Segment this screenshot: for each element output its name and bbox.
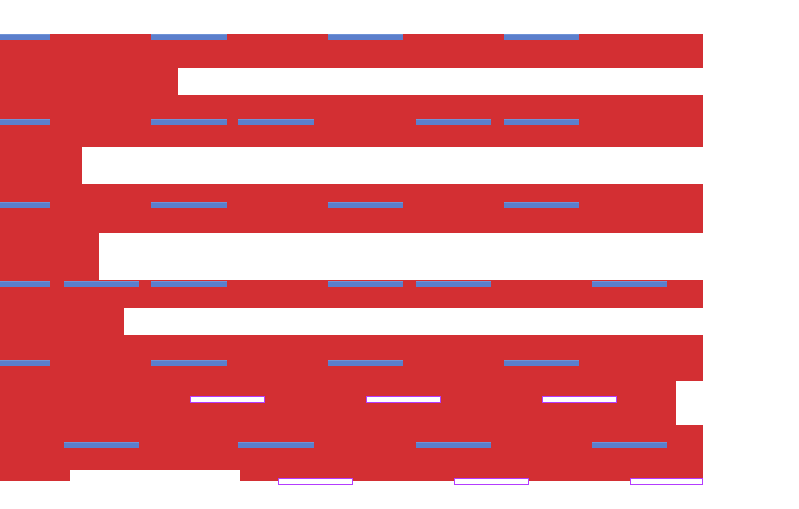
redaction-band-5 (0, 184, 703, 233)
redaction-band-8 (0, 308, 124, 335)
highlight-r4-c5[interactable] (416, 281, 491, 287)
highlight-r5-c4[interactable] (504, 360, 579, 366)
highlight-r1-c4[interactable] (504, 34, 579, 40)
redaction-band-9 (0, 335, 703, 381)
redaction-band-13 (240, 470, 703, 481)
highlight-r4-c2[interactable] (64, 281, 139, 287)
redaction-band-4 (0, 147, 82, 184)
highlight-r4-c4[interactable] (328, 281, 403, 287)
redaction-band-10 (0, 381, 676, 425)
highlight-r4-c1[interactable] (0, 281, 50, 287)
highlight-r3-c4[interactable] (504, 202, 579, 208)
link-underline-r1-c2[interactable] (366, 396, 441, 403)
highlight-r6-c3[interactable] (416, 442, 491, 448)
link-underline-r1-c1[interactable] (190, 396, 265, 403)
link-underline-r2-c2[interactable] (454, 478, 529, 485)
highlight-r6-c2[interactable] (238, 442, 314, 448)
highlight-r5-c1[interactable] (0, 360, 50, 366)
redaction-band-6 (0, 233, 99, 280)
highlight-r3-c1[interactable] (0, 202, 50, 208)
link-underline-r2-c1[interactable] (278, 478, 353, 485)
paragraph-gap-6 (70, 470, 240, 481)
highlight-r4-c3[interactable] (151, 281, 227, 287)
highlight-r3-c2[interactable] (151, 202, 227, 208)
highlight-r2-c4[interactable] (416, 119, 491, 125)
redaction-band-3 (0, 95, 703, 147)
highlight-r1-c3[interactable] (328, 34, 403, 40)
paragraph-gap-2 (82, 147, 703, 184)
highlight-r1-c1[interactable] (0, 34, 50, 40)
highlight-r5-c3[interactable] (328, 360, 403, 366)
highlight-r3-c3[interactable] (328, 202, 403, 208)
paragraph-gap-3 (99, 233, 703, 280)
paragraph-gap-5 (676, 381, 703, 425)
highlight-r2-c2[interactable] (151, 119, 227, 125)
paragraph-gap-4 (124, 308, 703, 335)
highlight-r1-c2[interactable] (151, 34, 227, 40)
link-underline-r2-c3[interactable] (630, 478, 703, 485)
highlight-r2-c1[interactable] (0, 119, 50, 125)
highlight-r2-c5[interactable] (504, 119, 579, 125)
highlight-r6-c1[interactable] (64, 442, 139, 448)
link-underline-r1-c3[interactable] (542, 396, 617, 403)
paragraph-gap-1 (178, 68, 703, 95)
highlight-r6-c4[interactable] (592, 442, 667, 448)
highlight-r2-c3[interactable] (238, 119, 314, 125)
highlight-r5-c2[interactable] (151, 360, 227, 366)
redaction-band-12 (0, 470, 70, 481)
highlight-r4-c6[interactable] (592, 281, 667, 287)
redaction-band-2 (0, 68, 178, 95)
